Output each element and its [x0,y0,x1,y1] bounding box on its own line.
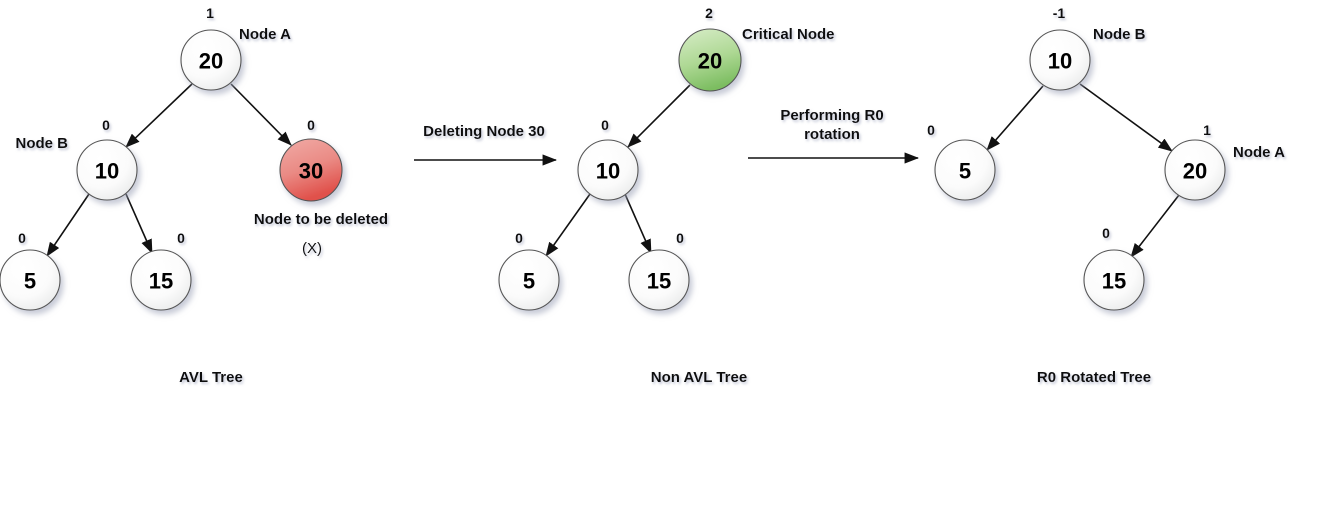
transition-delete-step: Deleting Node 30 [414,123,557,166]
balance-factor-label: 0 [927,122,935,138]
transition-label-line: Deleting Node 30 [423,123,545,140]
balance-factor-label: 1 [206,5,214,21]
tree-edge-l-10-to-l-5 [46,193,90,257]
tree-node-l-30[interactable]: 30 0 [279,117,343,202]
transition-label-rotate-step: Performing R0 rotation [780,107,883,143]
tree-node-r-15[interactable]: 15 0 [1083,225,1145,311]
tree-edge-m-10-to-m-15 [624,193,652,254]
node-value-label: 15 [1102,269,1126,294]
tree-edge-m-10-to-m-5 [545,193,591,257]
annotation-text: Node to be deleted [254,211,388,228]
node-value-label: 10 [596,159,620,184]
transition-rotate-step: Performing R0 rotation [748,107,919,164]
tree-node-m-5[interactable]: 50 [498,230,560,311]
node-circle-30[interactable] [279,138,343,202]
node-value-label: 5 [523,269,535,294]
balance-factor-label: 0 [515,230,523,246]
tree-edge-l-10-to-l-15 [125,193,153,254]
balance-factor-label: 2 [705,5,713,21]
node-tag-label: Node A [1233,144,1285,161]
node-circle-10[interactable] [76,139,138,201]
node-value-label: 15 [647,269,671,294]
balance-factor-label: 0 [1102,225,1110,241]
node-circle-20[interactable] [1164,139,1226,201]
node-tag-label: Node B [16,135,69,152]
tree-edge-m-20-to-m-10 [627,84,691,148]
node-value-label: 5 [24,269,36,294]
node-value-label: 20 [199,49,223,74]
transition-label-line: Performing R0 [780,107,883,124]
tree-edge-l-20-to-l-10 [125,83,193,148]
tree-node-m-10[interactable]: 10 0 [577,117,639,201]
node-value-label: 10 [95,159,119,184]
node-circle-5[interactable] [498,249,560,311]
tree-node-m-15[interactable]: 15 0 [628,230,690,311]
tree-edge-r-10-to-r-20 [1079,83,1173,152]
tree-edge-l-20-to-l-30 [230,83,292,146]
node-circle-5[interactable] [934,139,996,201]
node-value-label: 10 [1048,49,1072,74]
panel-caption-avl-tree: AVL Tree [179,369,243,386]
node-circle-10[interactable] [577,139,639,201]
node-tag-label: Node A [239,26,291,43]
balance-factor-label: 0 [177,230,185,246]
tree-edge-r-10-to-r-5 [986,85,1044,151]
balance-factor-label: -1 [1053,5,1066,21]
node-circle-20[interactable] [180,29,242,91]
node-value-label: 15 [149,269,173,294]
balance-factor-label: 0 [102,117,110,133]
node-value-label: 5 [959,159,971,184]
node-value-label: 20 [698,49,722,74]
balance-factor-label: 0 [307,117,315,133]
node-value-label: 30 [299,159,323,184]
node-circle-15[interactable] [628,249,690,311]
transitions-layer: Deleting Node 30 Performing R0 rotation [414,107,919,166]
node-circle-10[interactable] [1029,29,1091,91]
node-circle-5[interactable] [0,249,61,311]
node-circle-15[interactable] [130,249,192,311]
balance-factor-label: 0 [601,117,609,133]
panel-caption-non-avl-tree: Non AVL Tree [651,369,747,386]
tree-node-l-15[interactable]: 15 0 [130,230,192,311]
annotation-text: (X) [302,240,322,257]
transition-label-delete-step: Deleting Node 30 [423,123,545,140]
transition-label-line: rotation [804,126,860,143]
node-circle-20[interactable] [678,28,742,92]
balance-factor-label: 0 [18,230,26,246]
node-tag-label: Critical Node [742,26,835,43]
tree-node-l-5[interactable]: 50 [0,230,61,311]
balance-factor-label: 0 [676,230,684,246]
balance-factor-label: 1 [1203,122,1211,138]
tree-edge-r-20-to-r-15 [1130,194,1180,258]
node-circle-15[interactable] [1083,249,1145,311]
node-value-label: 20 [1183,159,1207,184]
tree-node-r-5[interactable]: 50 [927,122,996,201]
panel-caption-r0-rotated-tree: R0 Rotated Tree [1037,369,1151,386]
node-tag-label: Node B [1093,26,1146,43]
